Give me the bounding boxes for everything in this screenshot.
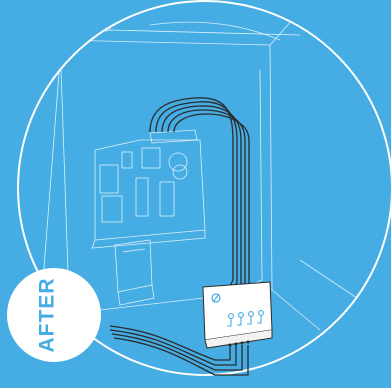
- after-label: AFTER: [37, 278, 58, 353]
- relay-module: [203, 282, 272, 348]
- circuit-board: [92, 130, 205, 248]
- terminal-block: [115, 240, 154, 305]
- wall-box-outline: [40, 0, 360, 330]
- upper-wires: [150, 98, 249, 290]
